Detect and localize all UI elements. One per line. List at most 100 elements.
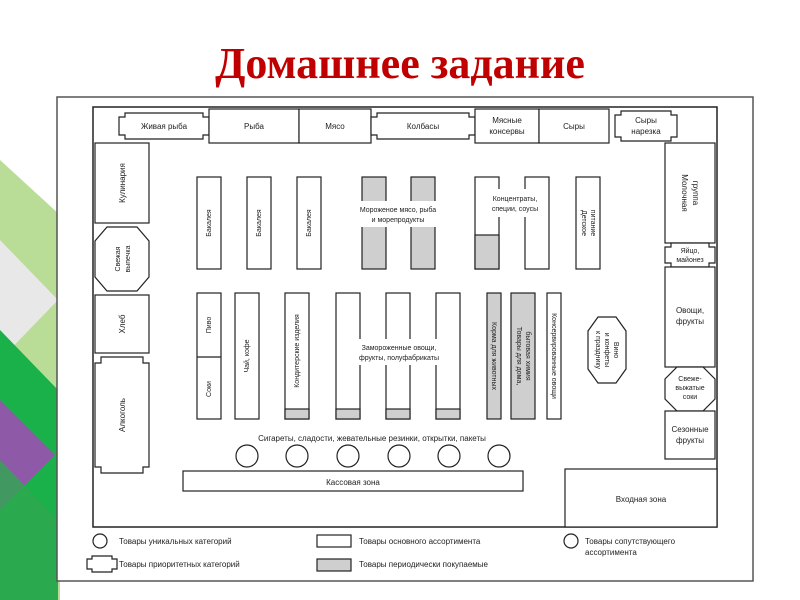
- dept-meat-canned: Мясные консервы: [474, 108, 540, 144]
- label-shelf-juices: Соки: [206, 381, 213, 397]
- shelf-pet-food: Корма для животных: [486, 292, 502, 420]
- legend-swatch-periodic: [316, 558, 352, 572]
- label-wine-1: Вино: [612, 342, 619, 358]
- dept-alcohol: Алкоголь: [94, 356, 150, 474]
- label-cheese-slice-1: Сыры: [635, 116, 657, 125]
- zone-entrance: Входная зона: [564, 468, 718, 528]
- impulse-stand-5: [437, 444, 461, 468]
- dept-seasonal-fruits: Сезонные фрукты: [664, 410, 716, 460]
- legend-accompanying-1: Товары сопутствующего: [585, 537, 676, 546]
- shelf-confectionery: Кондитерские изделия: [284, 292, 310, 420]
- label-sausages: Колбасы: [407, 122, 439, 131]
- label-bread: Хлеб: [118, 314, 127, 333]
- shelf-grocery-2: Бакалея: [246, 176, 272, 270]
- dept-vegetables: Овощи, фрукты: [664, 266, 716, 368]
- legend-swatch-main: [316, 534, 352, 548]
- shelf-canned-vegetables: Консервированные овощи: [546, 292, 562, 420]
- label-culinary: Кулинария: [118, 163, 127, 203]
- label-impulse-line: Сигареты, сладости, жевательные резинки,…: [258, 434, 486, 443]
- label-juices-1: Свеже-: [678, 376, 702, 383]
- label-concentrates-2: специи, соусы: [492, 206, 538, 213]
- shelf-baby-food: Детское питание: [575, 176, 601, 270]
- label-household-2: бытовая химия: [524, 331, 532, 380]
- label-wine-3: к празднику: [594, 331, 601, 370]
- dept-cheese-slice: Сыры нарезка: [614, 110, 678, 142]
- legend-swatch-unique: [92, 533, 108, 549]
- shelf-frozen-vegetables: Замороженные овощи, фрукты, полуфабрикат…: [335, 292, 461, 420]
- label-grocery-2: Бакалея: [256, 209, 263, 237]
- label-meat-canned-1: Мясные: [492, 116, 522, 125]
- label-eggs-2: майонез: [676, 256, 703, 264]
- shelf-household: Товары для дома, бытовая химия: [510, 292, 536, 420]
- label-entrance: Входная зона: [616, 495, 667, 504]
- label-cheese-slice-2: нарезка: [631, 127, 661, 136]
- shelf-grocery-3: Бакалея: [296, 176, 322, 270]
- label-frozen-veg-1: Замороженные овощи,: [362, 345, 437, 352]
- label-beer: Пиво: [206, 317, 213, 334]
- label-pet-food: Корма для животных: [490, 322, 497, 390]
- dept-dairy: Молочная группа: [664, 142, 716, 244]
- legend: Товары уникальных категорий Товары приор…: [86, 533, 676, 573]
- label-juices-2: выжатые: [675, 385, 704, 392]
- store-floor-plan: Живая рыба Рыба Мясо Колбасы Мясные конс…: [55, 95, 755, 583]
- label-canned-veg: Консервированные овощи: [550, 313, 557, 399]
- dept-bread: Хлеб: [94, 294, 150, 354]
- label-eggs-1: Яйцо,: [681, 247, 700, 255]
- floor-plan-drawing: Живая рыба Рыба Мясо Колбасы Мясные конс…: [56, 96, 754, 582]
- dept-fresh-bakery: Свежая выпечка: [94, 226, 150, 292]
- dept-live-fish: Живая рыба: [118, 112, 210, 140]
- label-household-1: Товары для дома,: [515, 327, 522, 386]
- shelf-concentrates: Концентраты, специи, соусы: [474, 176, 550, 270]
- label-vegetables-2: фрукты: [676, 317, 704, 326]
- label-alcohol: Алкоголь: [118, 398, 127, 432]
- label-cheese: Сыры: [563, 122, 585, 131]
- shelf-frozen-meat: Мороженое мясо, рыба и морепродукты: [340, 176, 456, 270]
- legend-periodic: Товары периодически покупаемые: [359, 560, 489, 569]
- dept-sausages: Колбасы: [370, 112, 476, 140]
- impulse-stand-3: [336, 444, 360, 468]
- label-grocery-3: Бакалея: [306, 209, 313, 237]
- label-fish: Рыба: [244, 122, 264, 131]
- label-tea-coffee: Чай, кофе: [243, 339, 251, 372]
- dept-meat: Мясо: [298, 108, 372, 144]
- legend-priority: Товары приоритетных категорий: [119, 560, 240, 569]
- label-live-fish: Живая рыба: [141, 122, 188, 131]
- label-seasonal-1: Сезонные: [671, 425, 709, 434]
- impulse-stand-1: [235, 444, 259, 468]
- slide-title: Домашнее задание: [215, 39, 585, 88]
- dept-eggs: Яйцо, майонез: [664, 242, 716, 268]
- impulse-stand-2: [285, 444, 309, 468]
- label-wine-2: и конфеты: [603, 333, 610, 367]
- legend-swatch-priority: [86, 555, 118, 573]
- impulse-stand-4: [387, 444, 411, 468]
- label-fresh-bakery-2: выпечка: [125, 245, 132, 272]
- label-checkout: Кассовая зона: [326, 478, 380, 487]
- label-vegetables-1: Овощи,: [676, 306, 704, 315]
- label-fresh-bakery-1: Свежая: [115, 246, 122, 271]
- shelf-tea-coffee: Чай, кофе: [234, 292, 260, 420]
- label-meat: Мясо: [325, 122, 345, 131]
- label-dairy-2: группа: [691, 181, 700, 206]
- legend-main: Товары основного ассортимента: [359, 537, 481, 546]
- label-concentrates-1: Концентраты,: [493, 196, 538, 203]
- label-frozen-veg-2: фрукты, полуфабрикаты: [359, 354, 439, 362]
- label-baby-food-1: Детское: [580, 210, 587, 236]
- zone-checkout: Кассовая зона: [182, 470, 524, 492]
- label-seasonal-2: фрукты: [676, 436, 704, 445]
- legend-accompanying-2: ассортимента: [585, 548, 637, 557]
- label-juices-3: соки: [683, 394, 698, 401]
- label-baby-food-2: питание: [589, 210, 596, 236]
- label-frozen-meat-2: и морепродукты: [372, 217, 425, 224]
- dept-culinary: Кулинария: [94, 142, 150, 224]
- dept-cheese: Сыры: [538, 108, 610, 144]
- stand-wine-sweets: Вино и конфеты к празднику: [587, 316, 627, 384]
- label-grocery-1: Бакалея: [206, 209, 213, 237]
- label-confectionery: Кондитерские изделия: [294, 314, 301, 388]
- shelf-grocery-1: Бакалея: [196, 176, 222, 270]
- label-dairy-1: Молочная: [680, 174, 689, 211]
- shelf-beer-juices: Пиво Соки: [196, 292, 222, 420]
- legend-unique: Товары уникальных категорий: [119, 537, 232, 546]
- dept-fresh-juices: Свеже- выжатые соки: [664, 366, 716, 412]
- impulse-stands: [235, 444, 511, 468]
